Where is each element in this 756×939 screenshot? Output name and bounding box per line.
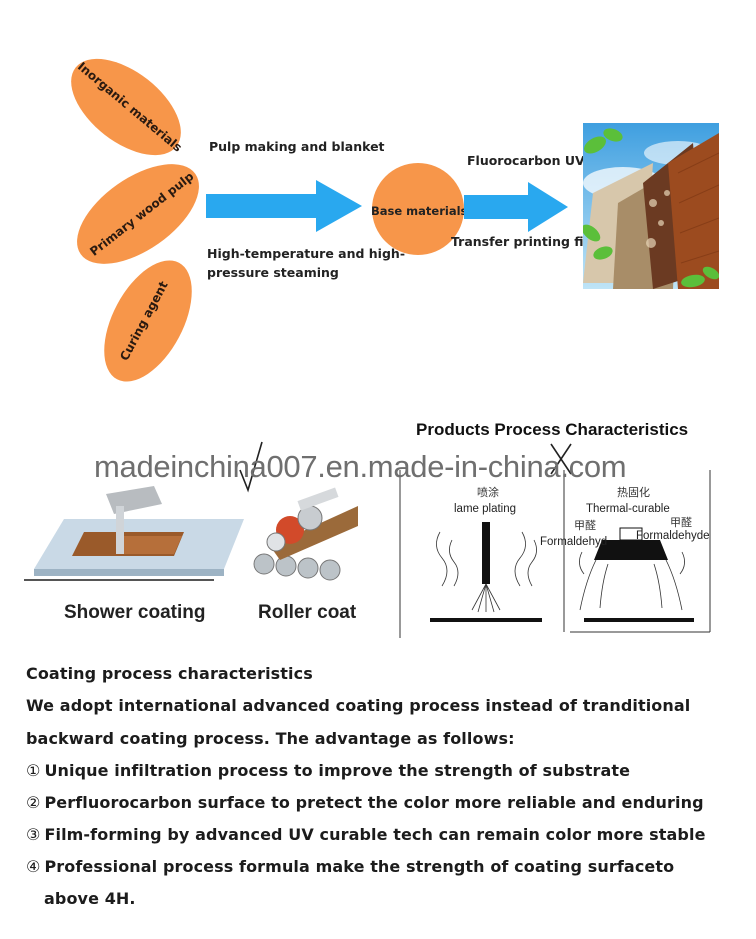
arrow-right-icon <box>464 182 568 232</box>
label-transfer-printing-film: Transfer printing film <box>451 234 601 249</box>
label-formaldehyde-cn-right: 甲醛 <box>670 516 692 529</box>
advantage-item-continuation: above 4H. <box>44 889 136 908</box>
watermark-text: madeinchina007.en.made-in-china.com <box>94 449 627 484</box>
item-number: ② <box>26 793 41 812</box>
item-text: Film-forming by advanced UV curable tech… <box>44 825 706 844</box>
label-pulp-making: Pulp making and blanket <box>209 139 385 154</box>
label-steaming-1: High-temperature and high- <box>207 246 406 261</box>
base-materials-circle <box>372 163 464 255</box>
label-steaming-2: pressure steaming <box>207 265 339 280</box>
label-base-materials: Base materials <box>371 204 468 218</box>
item-text: Professional process formula make the st… <box>44 857 675 876</box>
label-formaldehyde-right: Formaldehyde <box>636 530 710 542</box>
label-formaldehyde-cn-left: 甲醛 <box>574 519 596 532</box>
label-formaldehyde-left: Formaldehyd <box>540 536 608 548</box>
product-board-image <box>583 123 719 289</box>
item-number: ① <box>26 761 41 780</box>
label-fluorocarbon-uv: Fluorocarbon UV <box>467 153 585 168</box>
item-text: Perfluorocarbon surface to pretect the c… <box>44 793 704 812</box>
check-mark-icon <box>239 441 263 493</box>
caption-roller-coat: Roller coat <box>258 602 357 623</box>
item-number: ④ <box>26 857 41 876</box>
label-spraying-cn: 喷涂 <box>477 486 499 499</box>
shower-coating-illustration <box>24 486 244 581</box>
coating-intro-line1: We adopt international advanced coating … <box>26 696 691 715</box>
caption-shower-coating: Shower coating <box>64 602 206 623</box>
label-thermal-cn: 热固化 <box>617 486 650 499</box>
process-panel-lines <box>399 470 711 638</box>
label-thermal-curable: Thermal-curable <box>586 503 670 515</box>
label-lame-plating: lame plating <box>454 503 517 515</box>
roller-coat-illustration <box>253 487 358 581</box>
coating-intro-line2: backward coating process. The advantage … <box>26 729 515 748</box>
item-text: Unique infiltration process to improve t… <box>44 761 631 780</box>
arrow-right-icon <box>206 180 362 232</box>
item-number: ③ <box>26 825 41 844</box>
cross-mark-icon <box>550 443 572 475</box>
coating-heading: Coating process characteristics <box>26 664 313 683</box>
process-characteristics-title: Products Process Characteristics <box>416 420 689 439</box>
